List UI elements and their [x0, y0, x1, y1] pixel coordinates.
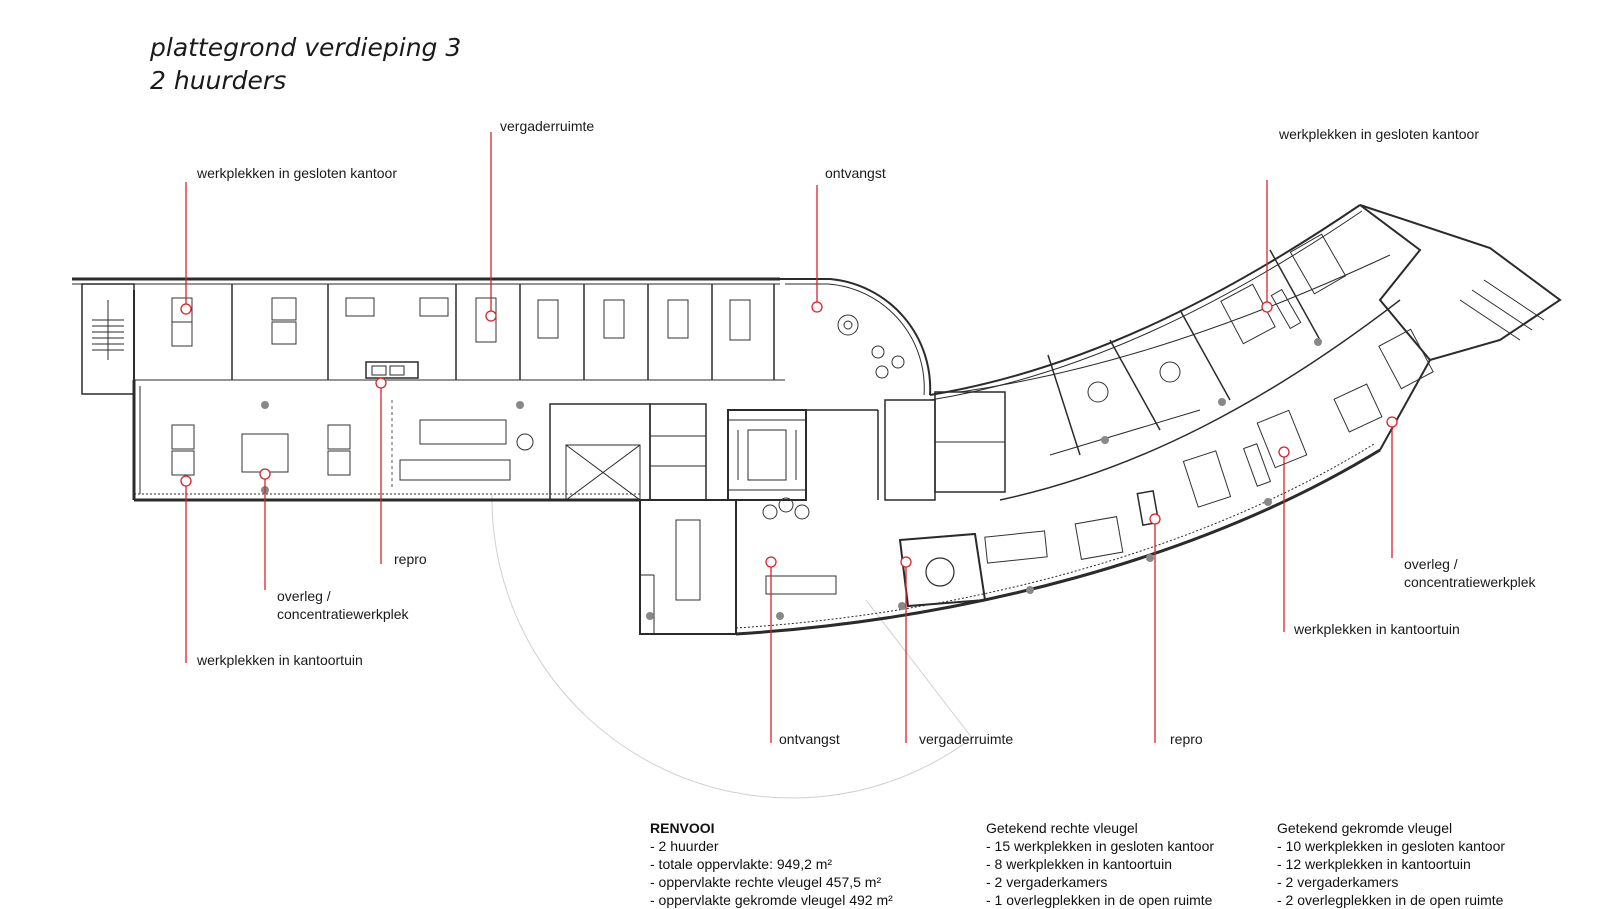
legend-rechte-vleugel: Getekend rechte vleugel - 15 werkplekken… [986, 819, 1214, 909]
legend-renvooi-heading: RENVOOI [650, 820, 715, 836]
label-ontvangst-top: ontvangst [825, 165, 886, 181]
legend-line: - 2 vergaderkamers [1277, 874, 1399, 890]
label-ontvangst-bottom: ontvangst [779, 731, 840, 747]
label-overleg-right-2: concentratiewerkplek [1404, 574, 1536, 590]
label-werkplekken-gesloten-right: werkplekken in gesloten kantoor [1279, 126, 1480, 142]
label-kantoortuin-right: werkplekken in kantoortuin [1294, 621, 1460, 637]
legend-line: - 8 werkplekken in kantoortuin [986, 856, 1172, 872]
desks [171, 233, 1434, 601]
legend-line: - 2 vergaderkamers [986, 874, 1108, 890]
legend-line: - 2 huurder [650, 838, 719, 854]
legend-line: - 12 werkplekken in kantoortuin [1277, 856, 1471, 872]
legend-line: - 15 werkplekken in gesloten kantoor [986, 838, 1215, 854]
legend-gekromde-vleugel: Getekend gekromde vleugel - 10 werkplekk… [1277, 819, 1505, 909]
round-tables [516, 314, 1181, 520]
legend-renvooi: RENVOOI - 2 huurder - totale oppervlakte… [650, 819, 893, 909]
legend-line: - 2 overlegplekken in de open ruimte [1277, 892, 1504, 908]
legend-rechte-heading: Getekend rechte vleugel [986, 820, 1138, 836]
columns [261, 338, 1322, 620]
label-repro-left: repro [394, 551, 427, 567]
label-overleg-right-1: overleg / [1404, 556, 1458, 572]
label-werkplekken-gesloten-left: werkplekken in gesloten kantoor [197, 165, 398, 181]
leader-lines [180, 132, 1398, 743]
label-kantoortuin-left: werkplekken in kantoortuin [197, 652, 363, 668]
legend-line: - oppervlakte gekromde vleugel 492 m² [650, 892, 893, 908]
curved-wing [735, 204, 1562, 636]
legend-line: - oppervlakte rechte vleugel 457,5 m² [650, 874, 882, 890]
legend-line: - 10 werkplekken in gesloten kantoor [1277, 838, 1506, 854]
plan-title: plattegrond verdieping 3 [150, 33, 462, 62]
entrance-arc [491, 494, 973, 799]
label-overleg-left-2: concentratiewerkplek [277, 606, 409, 622]
label-vergaderruimte-bottom: vergaderruimte [919, 731, 1014, 747]
plan-subtitle: 2 huurders [150, 66, 287, 95]
label-overleg-left-1: overleg / [277, 588, 331, 604]
legend-line: - totale oppervlakte: 949,2 m² [650, 856, 833, 872]
label-repro-right: repro [1170, 731, 1203, 747]
straight-wing [72, 277, 1006, 635]
legend-gekromde-heading: Getekend gekromde vleugel [1277, 820, 1453, 836]
legend-line: - 1 overlegplekken in de open ruimte [986, 892, 1213, 908]
label-vergaderruimte-top: vergaderruimte [500, 118, 595, 134]
